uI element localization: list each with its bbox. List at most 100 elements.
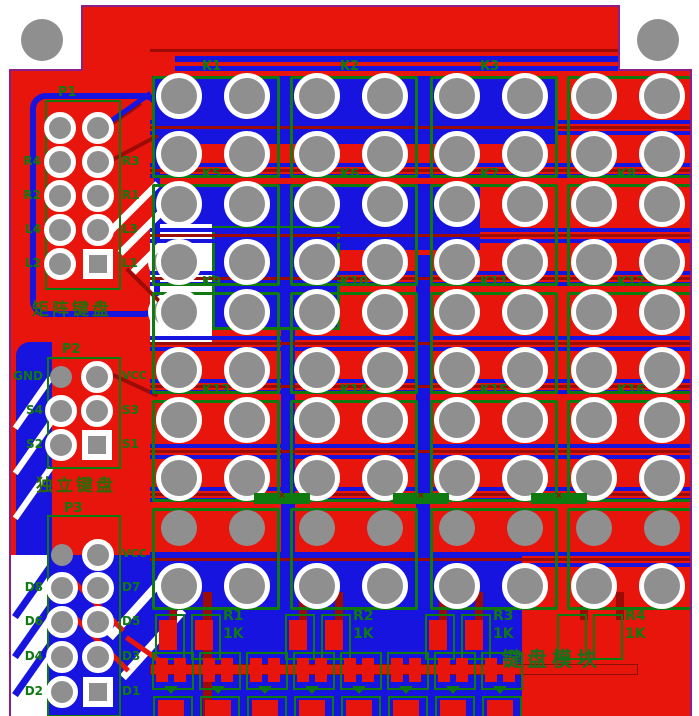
key-pad[interactable]: [224, 563, 270, 609]
key-pad[interactable]: [229, 510, 265, 546]
smd-pad[interactable]: [485, 658, 497, 682]
key-pad[interactable]: [571, 347, 617, 393]
header-pad-square[interactable]: [83, 677, 113, 707]
smd-pad[interactable]: [158, 700, 184, 716]
led-body-D4[interactable]: [294, 696, 334, 716]
key-pad[interactable]: [571, 397, 617, 443]
key-pad[interactable]: [224, 239, 270, 285]
header-pad[interactable]: [45, 429, 77, 461]
key-pad[interactable]: [224, 289, 270, 335]
smd-pad[interactable]: [503, 658, 515, 682]
key-pad[interactable]: [362, 397, 408, 443]
key-switch-K14[interactable]: [290, 400, 418, 502]
header-pad[interactable]: [82, 539, 114, 571]
key-pad[interactable]: [224, 131, 270, 177]
header-pad[interactable]: [45, 395, 77, 427]
smd-pad[interactable]: [409, 658, 421, 682]
header-pad[interactable]: [44, 248, 76, 280]
key-switch-s-row1[interactable]: [290, 508, 418, 610]
key-pad[interactable]: [434, 181, 480, 227]
key-pad[interactable]: [294, 181, 340, 227]
key-switch-K11[interactable]: [430, 292, 558, 394]
key-pad[interactable]: [571, 181, 617, 227]
key-pad[interactable]: [571, 563, 617, 609]
key-pad[interactable]: [434, 73, 480, 119]
key-pad[interactable]: [362, 73, 408, 119]
key-pad[interactable]: [639, 131, 685, 177]
header-pad[interactable]: [46, 572, 78, 604]
key-pad[interactable]: [294, 73, 340, 119]
key-pad[interactable]: [571, 239, 617, 285]
header-pad[interactable]: [82, 146, 114, 178]
key-pad[interactable]: [224, 455, 270, 501]
smd-pad[interactable]: [268, 658, 280, 682]
smd-pad[interactable]: [465, 620, 483, 650]
key-pad[interactable]: [571, 289, 617, 335]
key-pad[interactable]: [434, 563, 480, 609]
key-pad[interactable]: [156, 131, 202, 177]
header-pad[interactable]: [82, 180, 114, 212]
key-pad[interactable]: [576, 510, 612, 546]
smd-pad[interactable]: [438, 658, 450, 682]
key-pad[interactable]: [294, 289, 340, 335]
key-pad[interactable]: [161, 510, 197, 546]
smd-pad[interactable]: [252, 700, 278, 716]
smd-pad[interactable]: [440, 700, 466, 716]
key-pad[interactable]: [502, 563, 548, 609]
resistor-R1[interactable]: [155, 614, 185, 660]
header-pad[interactable]: [82, 214, 114, 246]
key-pad[interactable]: [434, 347, 480, 393]
smd-pad[interactable]: [205, 700, 231, 716]
key-pad[interactable]: [294, 397, 340, 443]
header-pad[interactable]: [46, 606, 78, 638]
resistor-R4[interactable]: [593, 614, 623, 660]
key-pad[interactable]: [639, 181, 685, 227]
led-body-D5[interactable]: [341, 696, 381, 716]
resistor-R3[interactable]: [461, 614, 491, 660]
led-body-D2[interactable]: [200, 696, 240, 716]
led-body-D8[interactable]: [482, 696, 522, 716]
key-switch-K2[interactable]: [290, 76, 418, 178]
key-switch-K6[interactable]: [290, 184, 418, 286]
key-pad[interactable]: [434, 131, 480, 177]
key-switch-K15[interactable]: [430, 400, 558, 502]
header-pad[interactable]: [50, 366, 72, 388]
key-pad[interactable]: [156, 397, 202, 443]
header-pad[interactable]: [51, 544, 73, 566]
key-switch-K9[interactable]: [152, 292, 280, 394]
led-body-D3[interactable]: [247, 696, 287, 716]
smd-pad[interactable]: [344, 658, 356, 682]
smd-pad[interactable]: [289, 620, 307, 650]
key-pad[interactable]: [434, 289, 480, 335]
key-pad[interactable]: [156, 455, 202, 501]
key-pad[interactable]: [502, 397, 548, 443]
key-pad[interactable]: [639, 455, 685, 501]
key-pad[interactable]: [639, 239, 685, 285]
led-body-D7[interactable]: [435, 696, 475, 716]
key-switch-K1[interactable]: [152, 76, 280, 178]
key-pad[interactable]: [156, 181, 202, 227]
key-pad[interactable]: [362, 239, 408, 285]
key-pad[interactable]: [644, 510, 680, 546]
key-pad[interactable]: [362, 347, 408, 393]
key-pad[interactable]: [156, 563, 202, 609]
key-pad[interactable]: [294, 563, 340, 609]
key-pad[interactable]: [434, 239, 480, 285]
key-pad[interactable]: [156, 73, 202, 119]
key-pad[interactable]: [502, 131, 548, 177]
key-pad[interactable]: [502, 455, 548, 501]
header-pad[interactable]: [82, 606, 114, 638]
smd-pad[interactable]: [456, 658, 468, 682]
header-pad[interactable]: [44, 214, 76, 246]
key-pad[interactable]: [502, 239, 548, 285]
smd-pad[interactable]: [487, 700, 513, 716]
key-pad[interactable]: [362, 131, 408, 177]
key-pad[interactable]: [224, 181, 270, 227]
key-pad[interactable]: [507, 510, 543, 546]
key-switch-s-row0[interactable]: [152, 508, 280, 610]
key-pad[interactable]: [362, 289, 408, 335]
header-pad[interactable]: [44, 146, 76, 178]
key-pad[interactable]: [294, 347, 340, 393]
smd-pad[interactable]: [174, 658, 186, 682]
header-pad[interactable]: [81, 361, 113, 393]
